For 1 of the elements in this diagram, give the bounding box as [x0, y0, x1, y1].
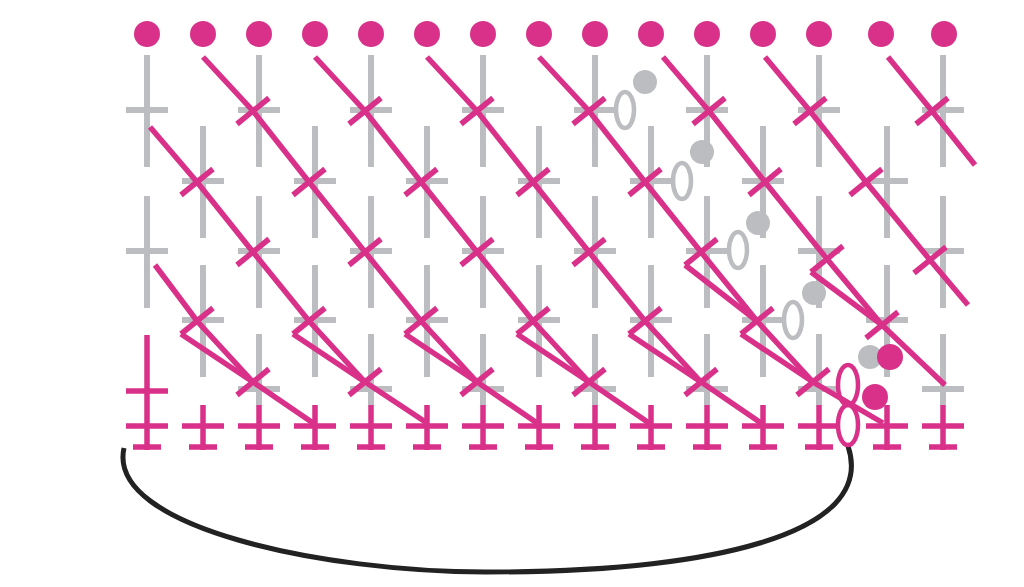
joining-line — [121, 445, 854, 575]
